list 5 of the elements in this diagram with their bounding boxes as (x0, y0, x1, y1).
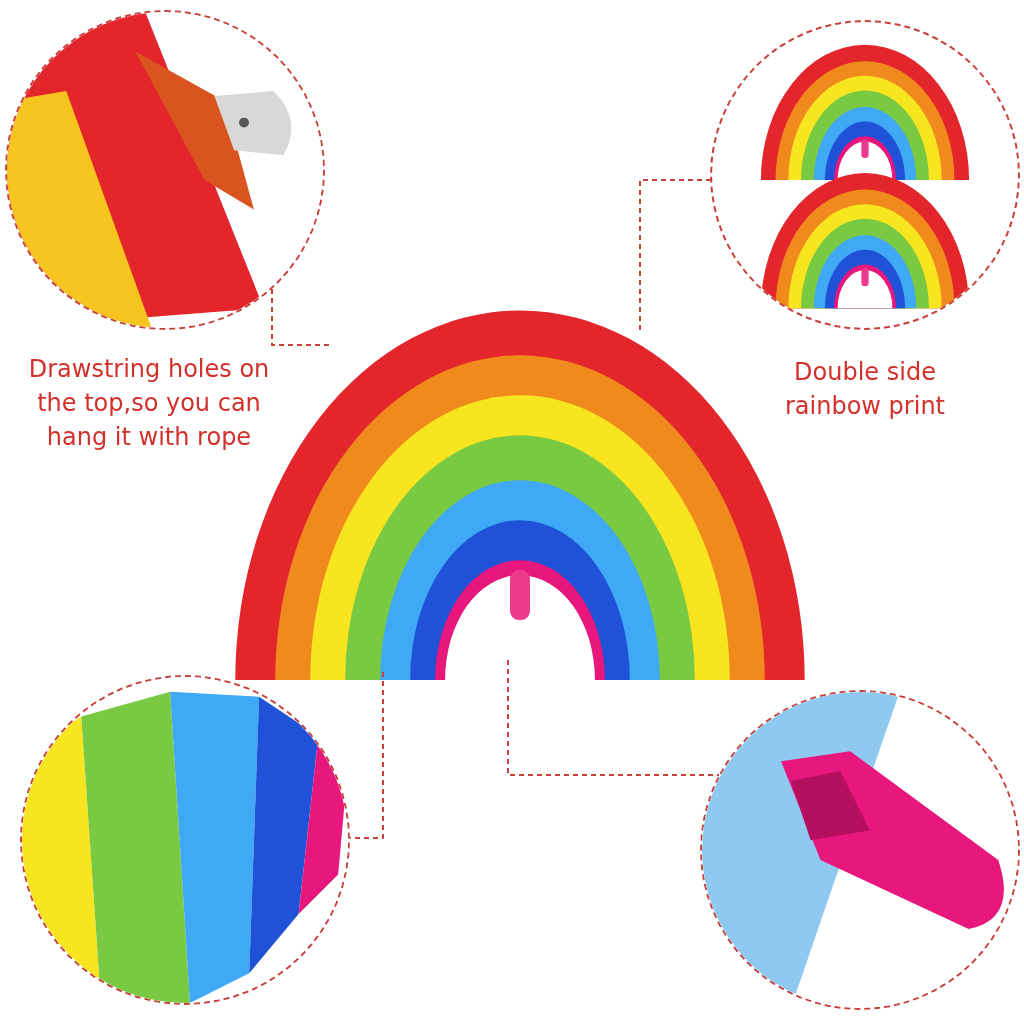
leader-line (349, 671, 384, 839)
callout-text: Drawstring holes on the top,so you can hang it with rope (27, 354, 271, 453)
callout-text: Double side rainbow print (784, 357, 946, 422)
leader-line (507, 659, 720, 776)
leader-line (639, 179, 712, 331)
